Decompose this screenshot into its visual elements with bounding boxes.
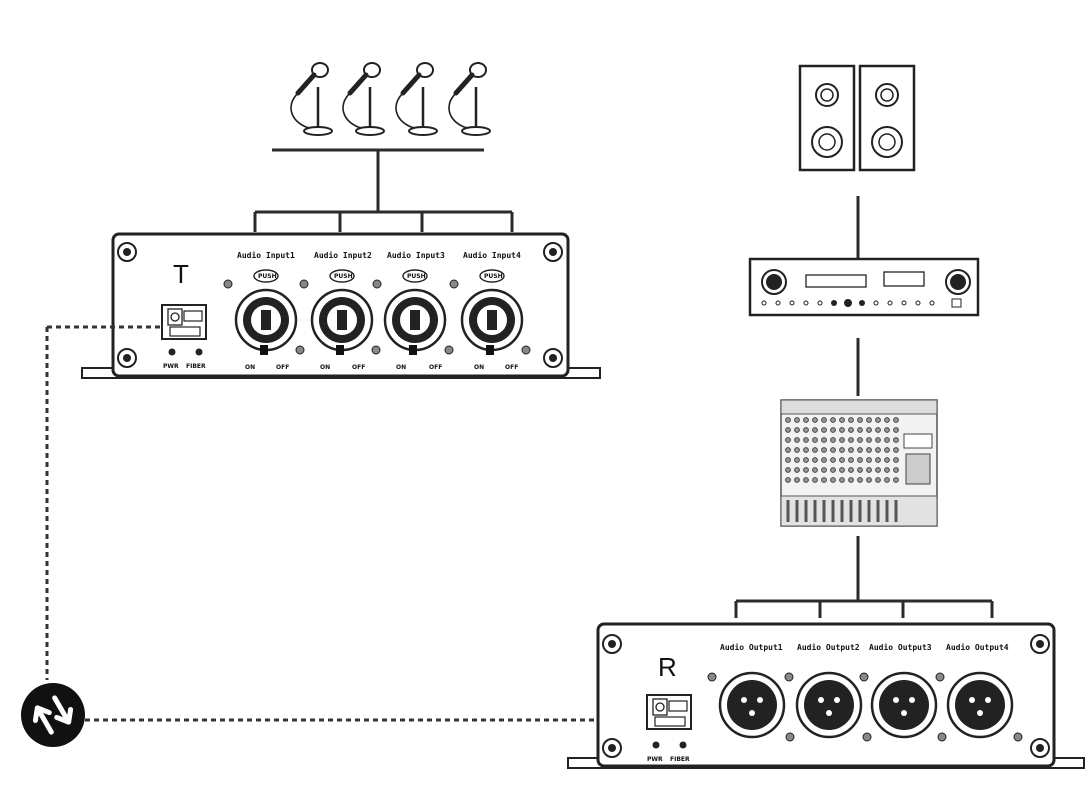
receiver-letter: R <box>658 652 677 682</box>
transmitter-letter: T <box>173 259 189 289</box>
pwr-label: PWR <box>163 363 179 370</box>
push-label: PUSH <box>484 273 503 280</box>
push-label: PUSH <box>407 273 426 280</box>
fiber-link <box>45 325 648 722</box>
switch-on-label: ON <box>396 364 406 371</box>
audio-output-4[interactable]: Audio Output4 <box>934 642 1024 743</box>
fiber-link-icon <box>21 683 85 747</box>
audio-input-label: Audio Input2 <box>314 250 372 260</box>
fiber-port-icon <box>646 694 692 730</box>
audio-output-label: Audio Output3 <box>869 642 932 652</box>
mixer-icon <box>780 399 938 527</box>
audio-input-3[interactable]: Audio Input3 PUSH ON OFF <box>371 250 455 371</box>
audio-input-1[interactable]: Audio Input1 PUSH ON OFF <box>222 250 306 371</box>
input-wiring <box>253 148 514 232</box>
microphone-icon <box>343 63 384 135</box>
fiber-label: FIBER <box>670 756 690 763</box>
switch-off-label: OFF <box>276 364 289 371</box>
speaker-icon <box>858 64 916 172</box>
transmitter-unit: T PWR FIBER Audio Input1 PUSH ON OFF Aud… <box>81 232 601 379</box>
microphone-icon <box>396 63 437 135</box>
push-label: PUSH <box>334 273 353 280</box>
fiber-led <box>679 741 687 749</box>
fiber-led <box>195 348 203 356</box>
switch-on-label: ON <box>245 364 255 371</box>
receiver-unit: R PWR FIBER Audio Output1 Audio Output2 … <box>567 622 1085 769</box>
pwr-led <box>168 348 176 356</box>
audio-input-2[interactable]: Audio Input2 PUSH ON OFF <box>298 250 382 371</box>
switch-off-label: OFF <box>352 364 365 371</box>
audio-output-1[interactable]: Audio Output1 <box>706 642 796 743</box>
switch-off-label: OFF <box>429 364 442 371</box>
audio-output-label: Audio Output2 <box>797 642 860 652</box>
speaker-pair <box>798 64 916 172</box>
microphone-icon <box>291 63 332 135</box>
switch-on-label: ON <box>474 364 484 371</box>
audio-input-label: Audio Input4 <box>463 250 521 260</box>
audio-output-2[interactable]: Audio Output2 <box>783 642 873 743</box>
fiber-label: FIBER <box>186 363 206 370</box>
switch-on-label: ON <box>320 364 330 371</box>
audio-output-label: Audio Output4 <box>946 642 1009 652</box>
push-label: PUSH <box>258 273 277 280</box>
microphone-group <box>291 63 490 135</box>
speaker-icon <box>798 64 856 172</box>
audio-output-label: Audio Output1 <box>720 642 783 652</box>
output-wiring <box>734 196 994 618</box>
audio-input-4[interactable]: Audio Input4 PUSH ON OFF <box>448 250 532 371</box>
amplifier-icon <box>748 257 980 317</box>
microphone-icon <box>449 63 490 135</box>
audio-output-3[interactable]: Audio Output3 <box>858 642 948 743</box>
switch-off-label: OFF <box>505 364 518 371</box>
fiber-port-icon <box>161 304 207 340</box>
audio-input-label: Audio Input1 <box>237 250 295 260</box>
pwr-label: PWR <box>647 756 663 763</box>
pwr-led <box>652 741 660 749</box>
audio-input-label: Audio Input3 <box>387 250 445 260</box>
